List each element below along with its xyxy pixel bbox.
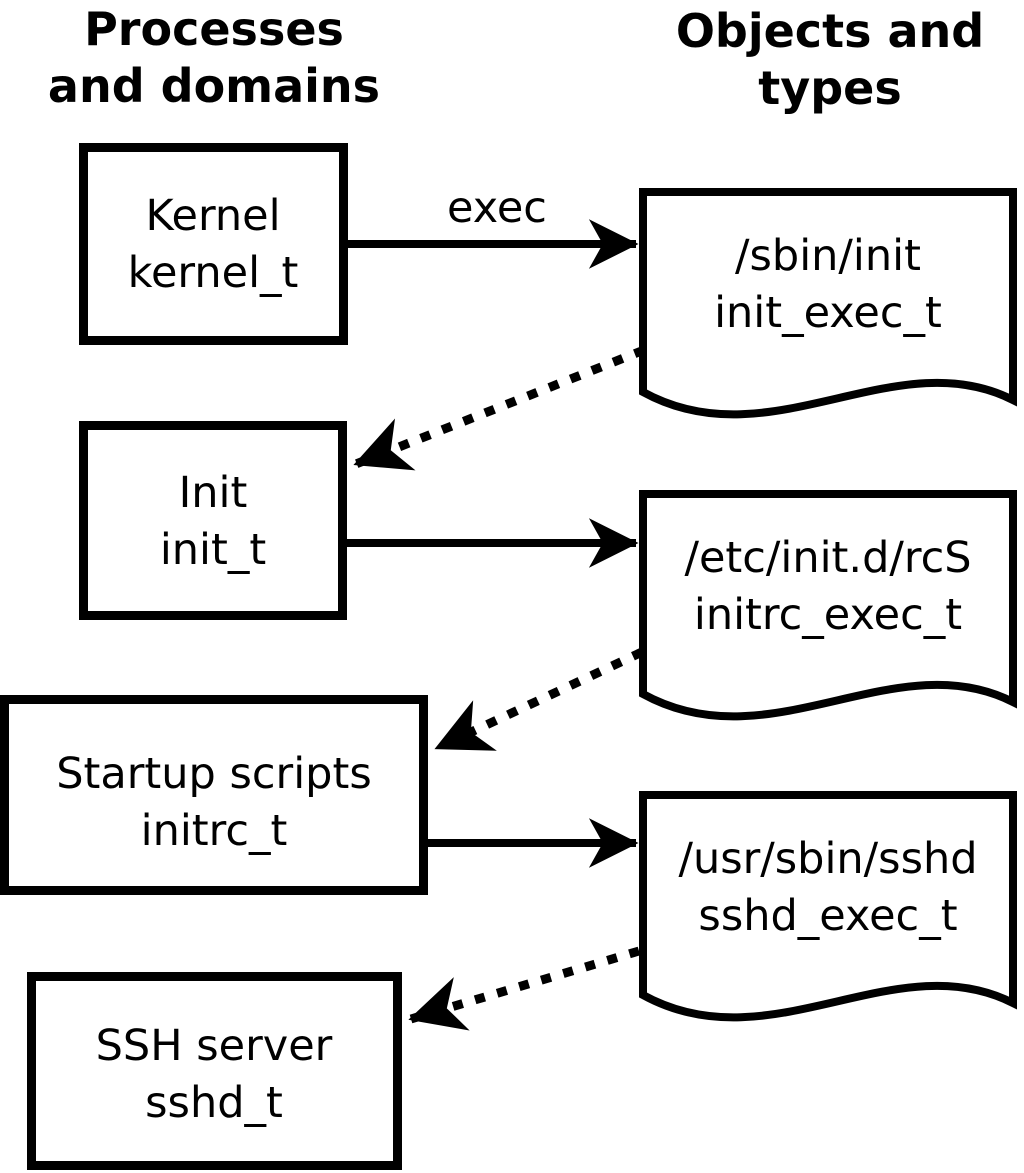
process-domain-label: kernel_t bbox=[128, 248, 299, 298]
document-path-label: /sbin/init bbox=[735, 231, 921, 281]
document-shape bbox=[639, 490, 1017, 721]
document-type-label: init_exec_t bbox=[714, 288, 942, 338]
process-box-shape bbox=[0, 695, 428, 895]
process-domain-label: initrc_t bbox=[141, 806, 288, 856]
process-box-init: Init init_t bbox=[79, 421, 347, 620]
document-path-label: /etc/init.d/rcS bbox=[684, 533, 971, 583]
header-processes-line2: and domains bbox=[48, 59, 380, 113]
document-shape bbox=[639, 791, 1017, 1022]
process-label: Kernel bbox=[145, 191, 280, 241]
document-type-label: sshd_exec_t bbox=[698, 891, 957, 941]
header-processes-line1: Processes bbox=[84, 2, 344, 56]
document-etc-initd-rcs: /etc/init.d/rcS initrc_exec_t bbox=[639, 490, 1017, 721]
document-type-label: initrc_exec_t bbox=[694, 590, 962, 640]
process-label: SSH server bbox=[96, 1021, 333, 1071]
process-box-startup-scripts: Startup scripts initrc_t bbox=[0, 695, 428, 895]
process-label: Startup scripts bbox=[56, 749, 372, 799]
transition-arrow-sshd-exec-to-sshd-t bbox=[408, 946, 641, 1031]
document-shape bbox=[639, 188, 1017, 419]
transition-arrow-initrc-exec-to-initrc-t bbox=[434, 647, 644, 753]
document-path-label: /usr/sbin/sshd bbox=[678, 834, 977, 884]
exec-arrow-label: exec bbox=[447, 183, 547, 233]
column-header-processes: Processes and domains bbox=[48, 2, 380, 113]
column-header-objects: Objects and types bbox=[676, 4, 984, 115]
process-box-shape bbox=[27, 972, 402, 1170]
header-objects-line2: types bbox=[758, 61, 901, 115]
process-box-kernel: Kernel kernel_t bbox=[79, 143, 348, 345]
process-box-shape bbox=[79, 421, 347, 620]
process-box-ssh-server: SSH server sshd_t bbox=[27, 972, 402, 1170]
document-sbin-init: /sbin/init init_exec_t bbox=[639, 188, 1017, 419]
process-domain-label: init_t bbox=[160, 525, 266, 575]
document-usr-sbin-sshd: /usr/sbin/sshd sshd_exec_t bbox=[639, 791, 1017, 1022]
process-box-shape bbox=[79, 143, 348, 345]
header-objects-line1: Objects and bbox=[676, 4, 984, 58]
process-domain-label: sshd_t bbox=[145, 1078, 283, 1128]
process-label: Init bbox=[179, 468, 248, 518]
transition-arrow-init-exec-to-init-t bbox=[353, 345, 646, 471]
